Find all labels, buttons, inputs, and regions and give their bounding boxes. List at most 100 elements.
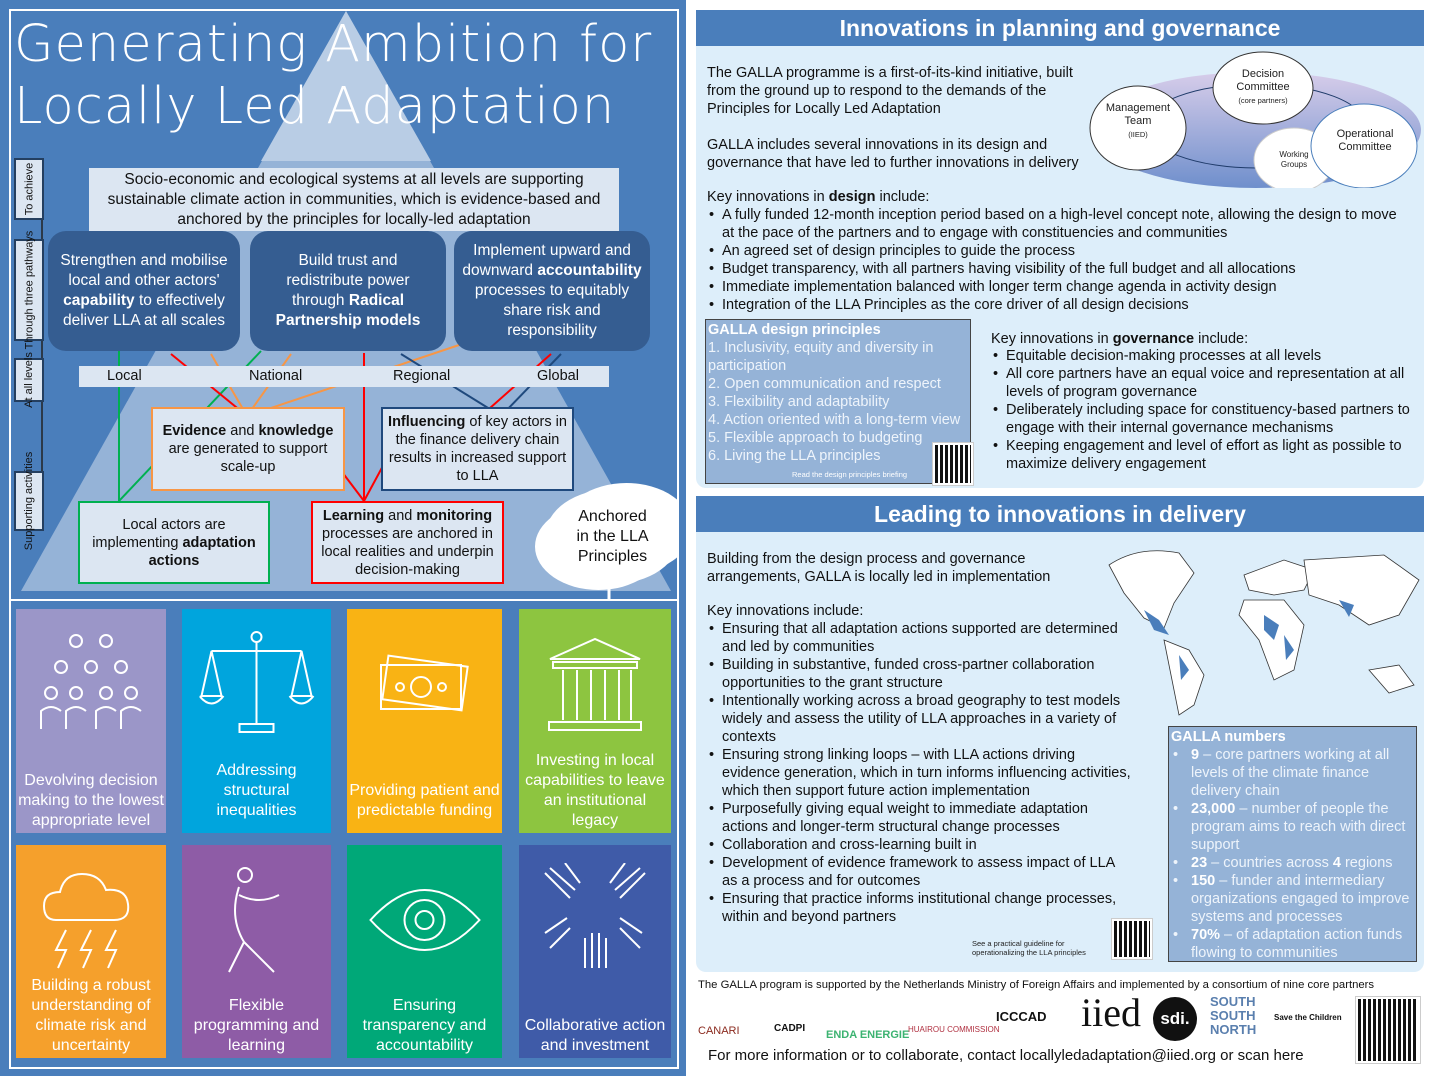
n: 150 [1191, 873, 1216, 889]
row-label-to-achieve: To achieve [14, 158, 44, 220]
list-item: Keeping engagement and level of effort a… [991, 437, 1416, 473]
pathway-partnership: Build trust and redistribute power throu… [250, 231, 446, 351]
principle-item: 6. Living the LLA principles [708, 448, 881, 464]
design-list: A fully funded 12-month inception period… [707, 206, 1397, 314]
world-map [1108, 550, 1420, 716]
text: processes to equitably share risk and re… [474, 282, 630, 339]
logo-iied: iied [1081, 990, 1141, 1035]
list-item: Immediate implementation balanced with l… [707, 278, 1397, 296]
number-item: 23 – countries across 4 regions [1171, 854, 1414, 872]
tile-devolving-decision: Devolving decision making to the lowest … [16, 609, 166, 833]
theory-of-change-frame: To achieve Through three pathways At all… [9, 9, 679, 601]
logo-icccad: ICCCAD [996, 1009, 1047, 1024]
principles-title: GALLA design principles [708, 322, 881, 338]
t: – core partners working at all levels of… [1191, 747, 1390, 799]
principle-item: 1. Inclusivity, equity and diversity in … [708, 340, 934, 374]
logo-enda-energie: ENDA ENERGIE [826, 1029, 910, 1041]
principle-item: 5. Flexible approach to budgeting [708, 430, 923, 446]
row-label-text: To achieve [23, 162, 35, 216]
right-panel: Innovations in planning and governance T… [686, 0, 1432, 1076]
logo-south-south-north: SOUTH SOUTH NORTH [1210, 994, 1257, 1037]
list-item: Integration of the LLA Principles as the… [707, 296, 1397, 314]
management-team-node: Management Team(IIED) [1089, 102, 1187, 141]
pathway-accountability: Implement upward and downward accountabi… [454, 231, 650, 351]
tile-structural-inequalities: Addressing structural inequalities [182, 609, 331, 833]
tile-local-capabilities: Investing in local capabilities to leave… [519, 609, 671, 833]
numbers-title: GALLA numbers [1171, 729, 1286, 745]
planning-intro-1: The GALLA programme is a first-of-its-ki… [707, 65, 1073, 117]
decision-committee-node: Decision Committee(core partners) [1213, 68, 1313, 107]
n: 9 [1191, 747, 1200, 763]
activity-evidence: Evidence and knowledge are generated to … [151, 407, 345, 491]
goal-box: Socio-economic and ecological systems at… [89, 168, 619, 231]
t: – funder and intermediary organizations … [1191, 873, 1410, 925]
t: of key actors in the finance delivery ch… [388, 414, 567, 484]
anchored-cloud: Anchored in the LLA Principles [545, 489, 677, 584]
tile-label: Ensuring transparency and accountability [362, 997, 487, 1054]
n: 4 [1332, 855, 1341, 871]
list-item: Intentionally working across a broad geo… [707, 692, 1132, 746]
tile-label: Devolving decision making to the lowest … [18, 772, 164, 829]
t: include: [875, 189, 930, 205]
list-item: Equitable decision-making processes at a… [991, 347, 1416, 365]
flexible-person-icon [227, 867, 279, 973]
money-icon [379, 654, 469, 712]
principle-item: 2. Open communication and respect [708, 376, 941, 392]
t: regions [1340, 855, 1393, 871]
working-groups-node: Working Groups [1269, 150, 1319, 170]
t: governance [1112, 331, 1195, 347]
contact-qr-code[interactable] [1355, 996, 1421, 1064]
list-item: Ensuring that all adaptation actions sup… [707, 620, 1132, 656]
number-item: 23,000 – number of people the program ai… [1171, 800, 1414, 854]
tile-label: Collaborative action and investment [524, 1017, 666, 1054]
people-group-icon [40, 634, 142, 729]
institution-icon [548, 637, 642, 731]
partner-logos: CANARI CADPI ENDA ENERGIE HUAIROU COMMIS… [696, 990, 1346, 1045]
scales-icon [199, 631, 314, 733]
logo-save-the-children: Save the Children [1274, 1013, 1342, 1022]
principles-qr-code[interactable] [932, 442, 974, 486]
delivery-intro: Building from the design process and gov… [707, 551, 1051, 585]
t: design [828, 189, 876, 205]
row-label-activities: Supporting activities [14, 452, 44, 550]
tile-label: Investing in local capabilities to leave… [525, 752, 665, 829]
planning-header: Innovations in planning and governance [696, 10, 1424, 46]
left-panel: To achieve Through three pathways At all… [0, 0, 686, 1076]
row-label-pathways: Through three pathways [14, 231, 44, 349]
text: to effectively deliver LLA at all scales [63, 292, 225, 329]
text-bold: Radical Partnership models [275, 292, 421, 329]
numbers-list: 9 – core partners working at all levels … [1171, 746, 1414, 962]
guideline-link[interactable]: See a practical guideline for operationa… [972, 939, 1086, 957]
eye-icon [368, 889, 481, 951]
delivery-key-intro: Key innovations include: [707, 603, 864, 619]
delivery-list: Ensuring that all adaptation actions sup… [707, 620, 1132, 926]
design-intro: Key innovations in design include: [707, 188, 929, 206]
level-national: National [249, 368, 303, 384]
row-label-text: Supporting activities [23, 451, 36, 551]
cloud-text: Anchored in the LLA Principles [576, 507, 649, 565]
level-global: Global [537, 368, 579, 384]
governance-intro: Key innovations in governance include: [991, 330, 1248, 348]
governance-list: Equitable decision-making processes at a… [991, 347, 1416, 473]
t: Key innovations in [991, 331, 1113, 347]
list-item: Deliberately including space for constit… [991, 401, 1416, 437]
logo-sdi: sdi. [1153, 997, 1197, 1041]
tile-patient-funding: Providing patient and predictable fundin… [347, 609, 502, 833]
list-item: Development of evidence framework to ass… [707, 854, 1132, 890]
guideline-qr-code[interactable] [1111, 918, 1153, 960]
number-item: 70% – of adaptation action funds flowing… [1171, 926, 1414, 962]
principle-item: 4. Action oriented with a long-term view [708, 412, 961, 428]
storm-icon [42, 872, 130, 969]
list-item: An agreed set of design principles to gu… [707, 242, 1397, 260]
activity-learning: Learning and monitoring processes are an… [311, 501, 504, 584]
t: processes are anchored in local realitie… [321, 525, 494, 578]
galla-numbers-box: GALLA numbers 9 – core partners working … [1168, 726, 1417, 962]
node-sub: (IIED) [1128, 130, 1148, 139]
list-item: Ensuring strong linking loops – with LLA… [707, 746, 1132, 800]
t: – countries across [1207, 855, 1333, 871]
level-local: Local [107, 368, 142, 384]
number-item: 9 – core partners working at all levels … [1171, 746, 1414, 800]
principles-briefing-link[interactable]: Read the design principles briefing [792, 470, 908, 479]
text-bold: accountability [537, 262, 642, 279]
text: Strengthen and mobilise local and other … [60, 252, 228, 289]
